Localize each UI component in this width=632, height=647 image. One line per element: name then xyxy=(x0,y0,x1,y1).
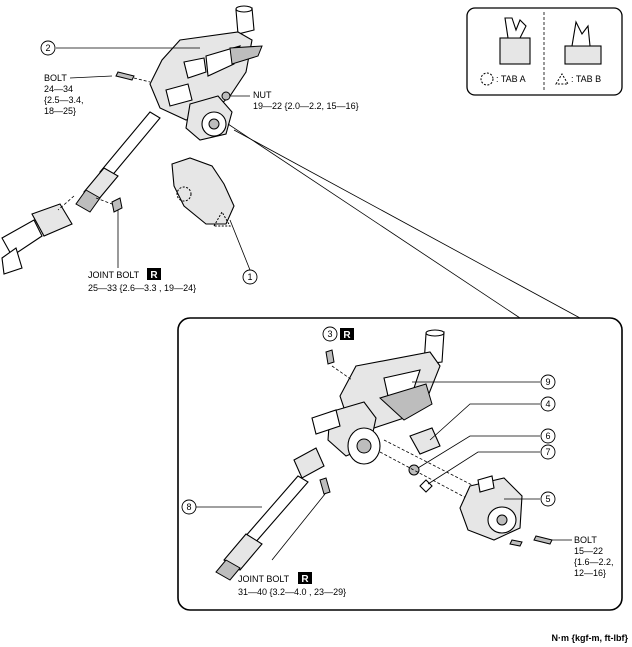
tab-b-icon: : TAB B xyxy=(555,20,602,85)
callout-5-number: 5 xyxy=(545,494,550,504)
upper-motor xyxy=(185,95,233,141)
callout-8 xyxy=(181,499,197,515)
svg-text:BOLT: BOLT xyxy=(44,73,67,83)
zoom-line-upper xyxy=(227,123,521,319)
detail-view-frame xyxy=(177,317,623,611)
svg-text:JOINT BOLT: JOINT BOLT xyxy=(88,270,140,280)
svg-text:JOINT BOLT: JOINT BOLT xyxy=(238,574,290,584)
callout-5 xyxy=(540,491,556,507)
svg-text:R: R xyxy=(150,270,158,281)
callout-2-number: 2 xyxy=(45,43,50,53)
svg-text:R: R xyxy=(301,574,309,585)
svg-text:{2.5—3.4,: {2.5—3.4, xyxy=(44,95,84,105)
tab-legend: : TAB A : TAB B xyxy=(466,7,623,96)
callout-2 xyxy=(40,40,56,56)
callout-6 xyxy=(540,428,556,444)
tab-a-label: : TAB A xyxy=(496,74,526,84)
nut-label: NUT 19—22 {2.0—2.2, 15—16} xyxy=(230,90,359,111)
callout-4-number: 4 xyxy=(545,399,550,409)
units-note: N·m {kgf-m, ft-lbf} xyxy=(552,633,629,643)
reuse-badge-top xyxy=(147,268,161,280)
joint-bolt-top-label: JOINT BOLT R 25—33 {2.6—3.3 , 19—24} xyxy=(88,210,196,293)
callout-6-number: 6 xyxy=(545,431,550,441)
bolt-right-label: BOLT 15—22 {1.6—2.2, 12—16} xyxy=(552,535,614,578)
callout-8-number: 8 xyxy=(186,502,191,512)
zoom-line-lower xyxy=(233,129,581,319)
svg-text:15—22: 15—22 xyxy=(574,546,603,556)
callout-7 xyxy=(540,444,556,460)
svg-text:R: R xyxy=(343,330,351,341)
reuse-badge-3 xyxy=(340,328,354,340)
detail-steering-column xyxy=(215,329,553,581)
detail-motor xyxy=(459,475,523,541)
joint-bolt-bottom-label: JOINT BOLT R 31—40 {3.2—4.0 , 23—29} xyxy=(238,493,346,597)
callout-3-number: 3 xyxy=(327,329,332,339)
nut-part xyxy=(221,91,231,101)
tab-b-label: : TAB B xyxy=(571,74,601,84)
bolt-top-part xyxy=(115,71,151,83)
svg-text:24—34: 24—34 xyxy=(44,84,73,94)
callout-3 xyxy=(322,326,338,342)
svg-text:25—33 {2.6—3.3 , 19—24}: 25—33 {2.6—3.3 , 19—24} xyxy=(88,283,196,293)
svg-text:31—40 {3.2—4.0 , 23—29}: 31—40 {3.2—4.0 , 23—29} xyxy=(238,587,346,597)
callout-1-number: 1 xyxy=(247,272,252,282)
svg-text:BOLT: BOLT xyxy=(574,535,597,545)
callout-4 xyxy=(540,396,556,412)
svg-text:18—25}: 18—25} xyxy=(44,106,76,116)
callout-9 xyxy=(540,374,556,390)
svg-text:NUT: NUT xyxy=(253,90,272,100)
bolt-top-label: BOLT 24—34 {2.5—3.4, 18—25} xyxy=(44,73,113,116)
svg-text:{1.6—2.2,: {1.6—2.2, xyxy=(574,557,614,567)
svg-text:19—22 {2.0—2.2, 15—16}: 19—22 {2.0—2.2, 15—16} xyxy=(253,101,359,111)
callout-7-number: 7 xyxy=(545,447,550,457)
callout-9-number: 9 xyxy=(545,377,550,387)
callout-1 xyxy=(242,269,258,285)
reuse-badge-bottom xyxy=(298,572,312,584)
tab-a-icon: : TAB A xyxy=(480,17,531,86)
cover-part-1 xyxy=(171,157,235,227)
svg-text:12—16}: 12—16} xyxy=(574,568,606,578)
